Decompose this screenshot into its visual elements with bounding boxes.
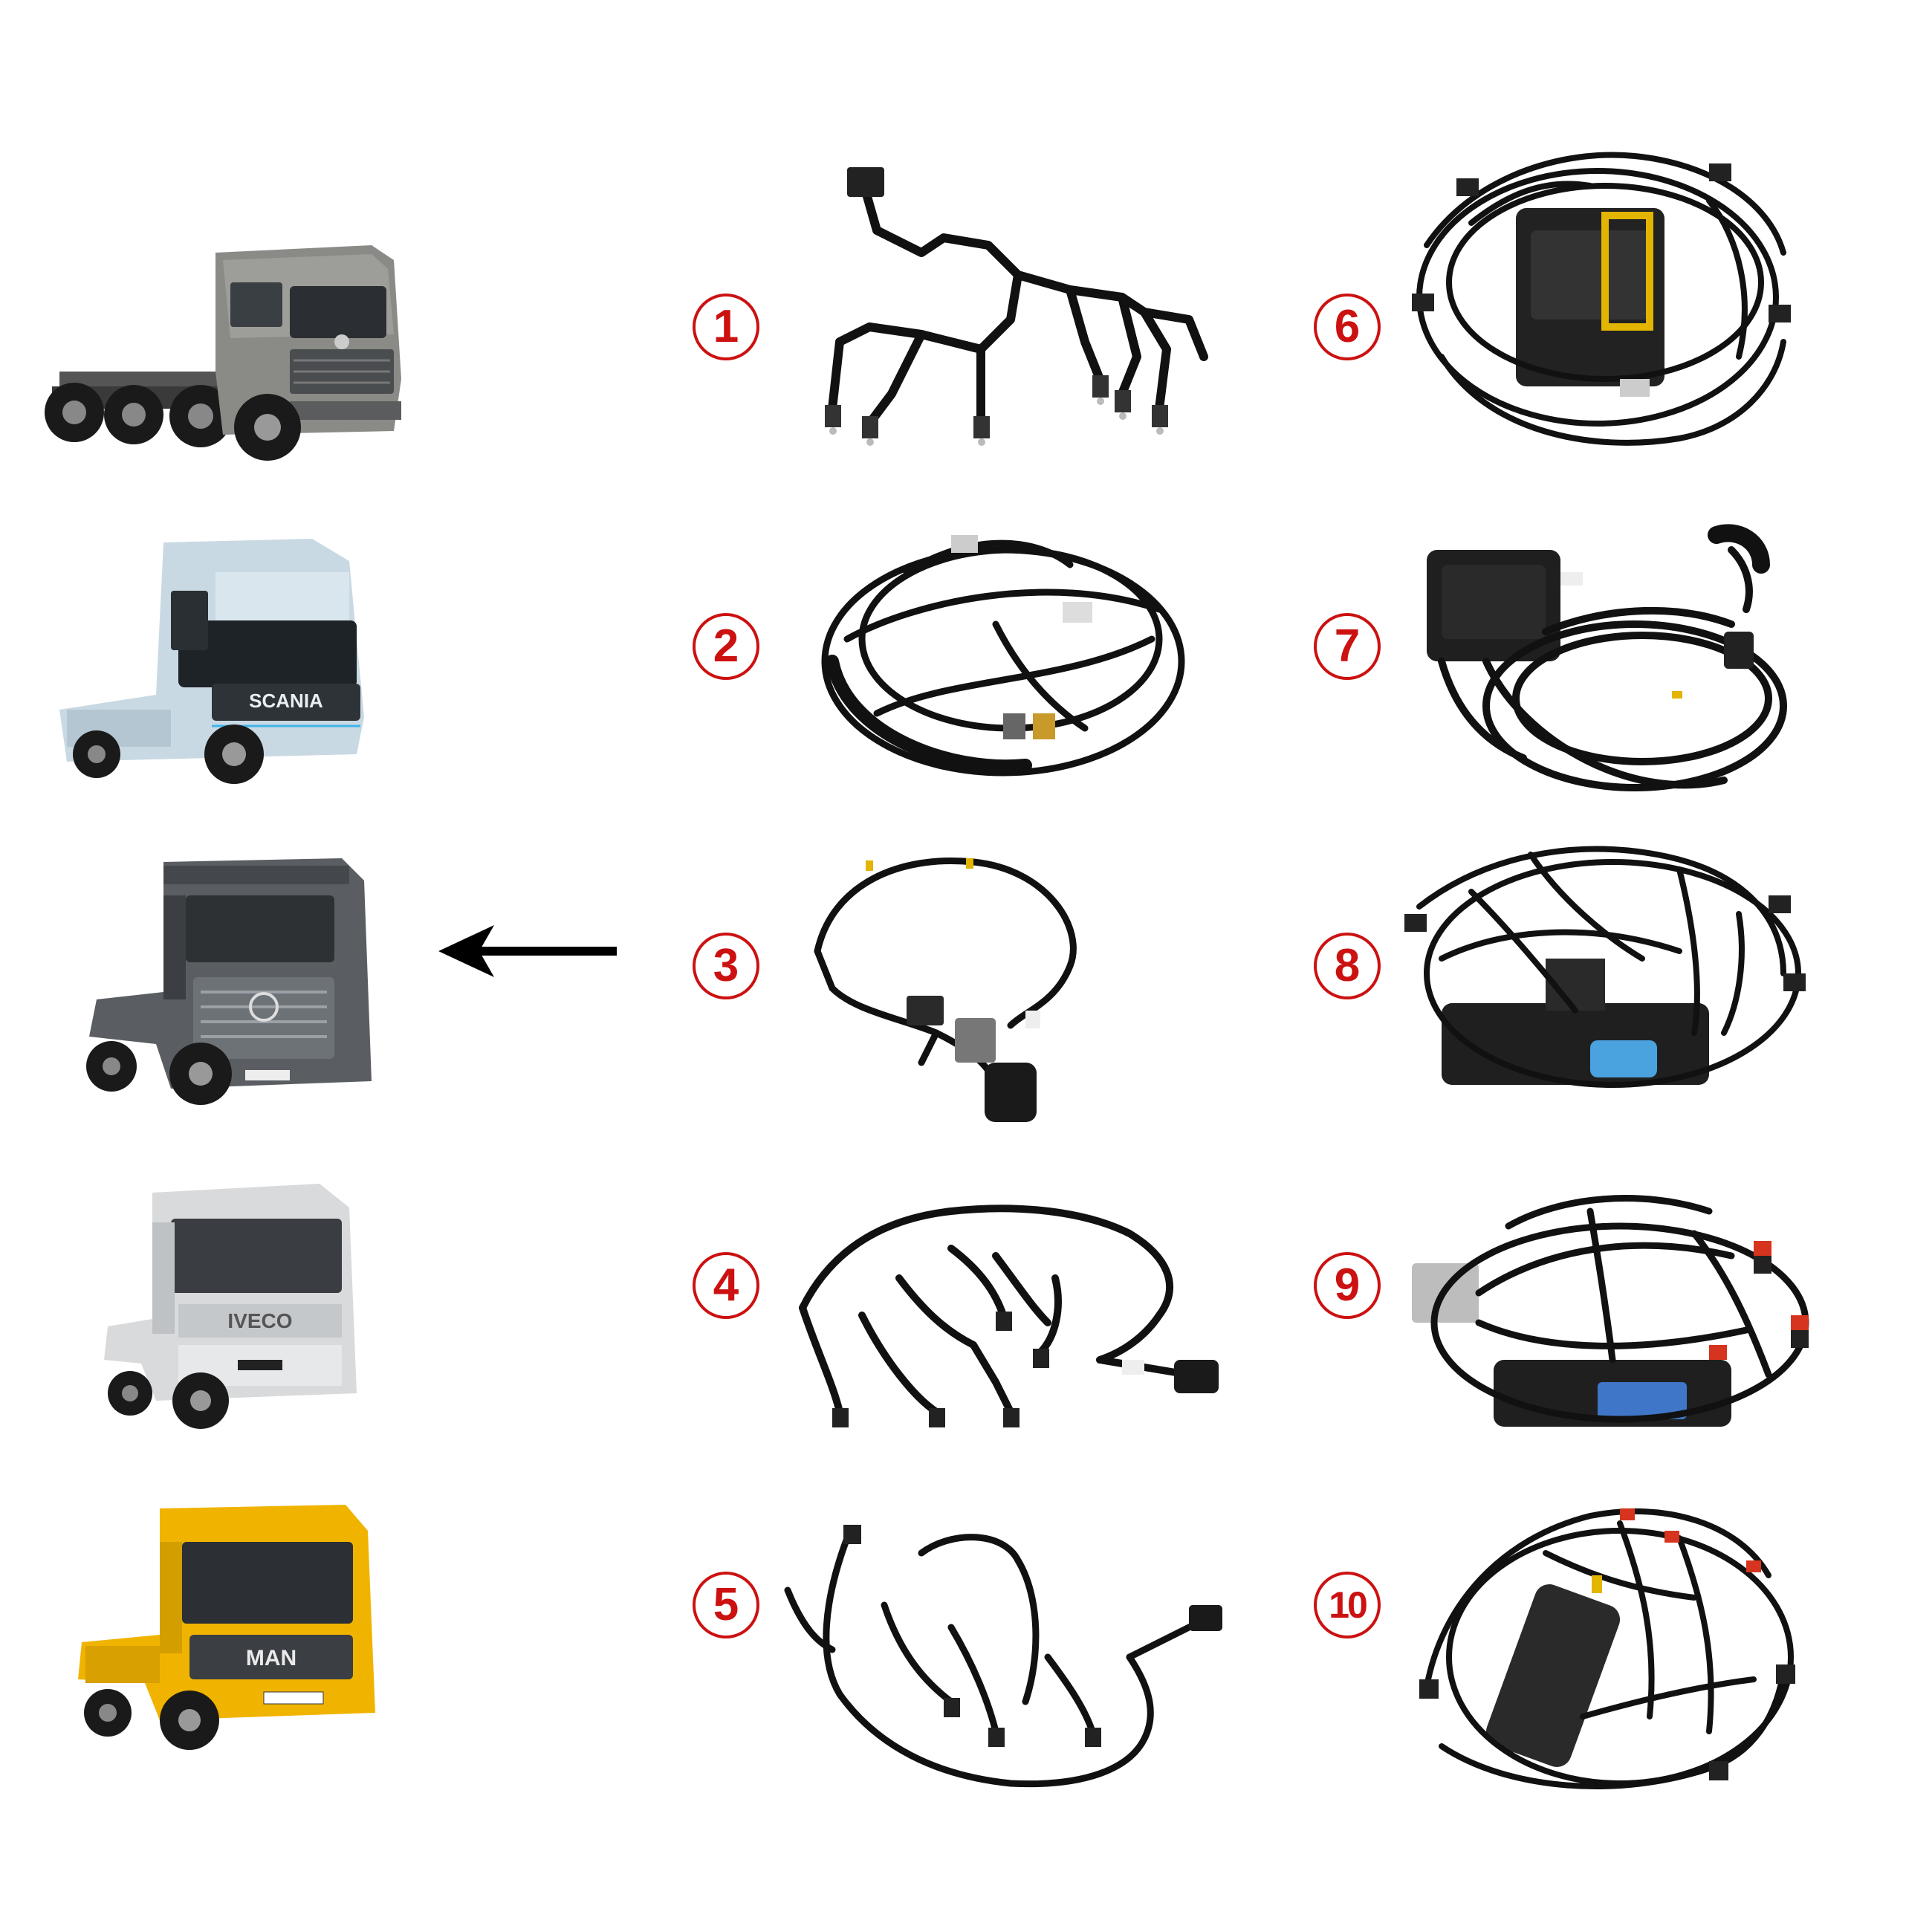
harness-number-4: 4: [693, 1252, 759, 1319]
harness-9-image: [1412, 1195, 1809, 1427]
truck-brand-scania: SCANIA: [249, 690, 323, 712]
harness-number-9: 9: [1314, 1252, 1381, 1319]
harness-7-image: [1427, 524, 1787, 791]
harness-8-image: [1404, 846, 1806, 1088]
harness-5-image: [784, 1525, 1222, 1788]
harness-2-image: [821, 535, 1185, 777]
harness-number-5: 5: [693, 1572, 759, 1638]
truck-volvo: [45, 245, 401, 461]
harness-10-image: [1419, 1508, 1795, 1789]
harness-6-image: [1412, 152, 1791, 446]
truck-brand-man: MAN: [246, 1646, 296, 1670]
truck-mercedes: [86, 858, 372, 1105]
harness-number-7: 7: [1314, 613, 1381, 680]
truck-brand-iveco: IVECO: [227, 1309, 292, 1332]
harness-number-6: 6: [1314, 294, 1381, 360]
harness-number-1: 1: [693, 294, 759, 360]
harness-number-2: 2: [693, 613, 759, 680]
truck-scania: SCANIA: [59, 539, 364, 784]
harness-3-image: [814, 858, 1077, 1122]
truck-iveco: IVECO: [104, 1184, 357, 1429]
arrow-left-icon: [438, 925, 617, 977]
harness-1-image: [825, 167, 1208, 446]
harness-4-image: [799, 1205, 1219, 1427]
truck-man: MAN: [78, 1505, 375, 1750]
harness-number-10: 10: [1314, 1572, 1381, 1638]
harness-number-3: 3: [693, 933, 759, 999]
harness-number-8: 8: [1314, 933, 1381, 999]
